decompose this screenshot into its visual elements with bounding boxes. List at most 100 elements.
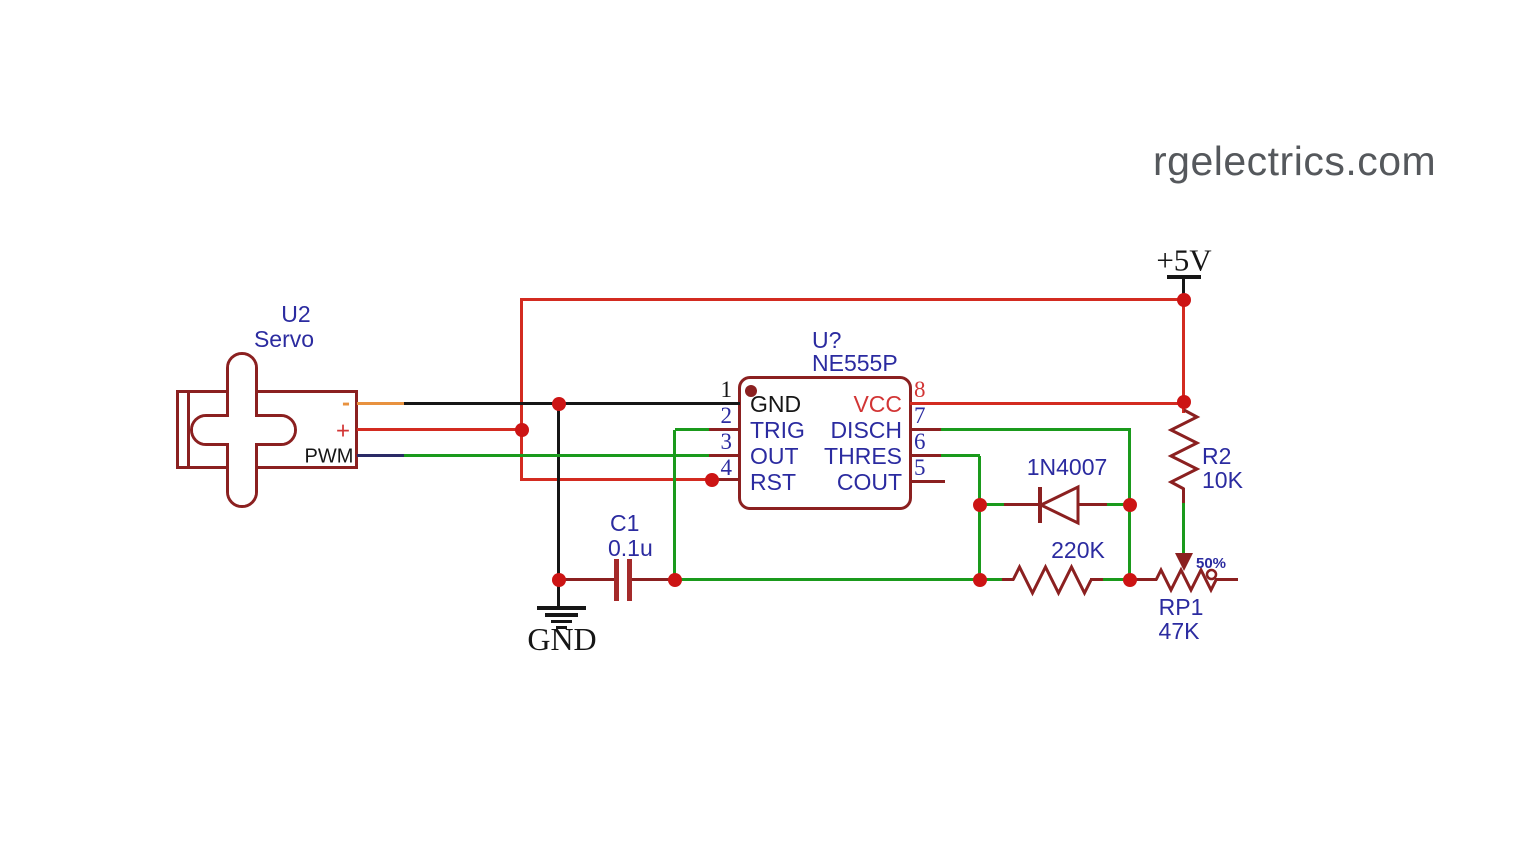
junction-dot bbox=[552, 573, 566, 587]
pin4-stub bbox=[712, 478, 740, 481]
pin3-stub bbox=[709, 454, 740, 457]
ground-symbol-line4 bbox=[556, 626, 567, 629]
r2-refdes: R2 bbox=[1202, 443, 1232, 469]
pin1-marker-dot bbox=[745, 385, 757, 397]
pin-number-7: 7 bbox=[914, 403, 926, 428]
junction-dot bbox=[1177, 395, 1191, 409]
ne555-refdes: U? bbox=[812, 327, 842, 353]
rp1-wiper-percent: 50% bbox=[1195, 555, 1227, 573]
wire-bottom-rail-a bbox=[675, 578, 1002, 581]
ne555-value: NE555P bbox=[812, 350, 898, 376]
diode-part-label: 1N4007 bbox=[1026, 453, 1108, 480]
pin-number-3: 3 bbox=[720, 429, 733, 454]
pin-number-6: 6 bbox=[914, 429, 926, 454]
pin-number-2: 2 bbox=[720, 403, 733, 428]
junction-dot bbox=[1123, 498, 1137, 512]
junction-dot bbox=[973, 573, 987, 587]
pin-name-gnd: GND bbox=[750, 391, 802, 417]
wire-rst bbox=[520, 478, 713, 481]
pin-number-8: 8 bbox=[914, 377, 926, 402]
servo-value: Servo bbox=[253, 325, 315, 352]
wire-gnd-symbol-stub bbox=[557, 580, 560, 607]
r2-value: 10K bbox=[1202, 467, 1243, 493]
wire-left-riser bbox=[520, 298, 523, 481]
diode-icon bbox=[1037, 484, 1080, 526]
power-flag-stub bbox=[1182, 277, 1185, 300]
servo-pwm-stub bbox=[357, 454, 405, 457]
junction-dot bbox=[1177, 293, 1191, 307]
rp1-value: 47K bbox=[1158, 617, 1200, 644]
wire-bottom-rail-b bbox=[1102, 578, 1131, 581]
rp1-potentiometer-zigzag bbox=[1154, 566, 1218, 594]
wire-trig-h bbox=[675, 428, 709, 431]
wire-diode-left bbox=[981, 503, 1005, 506]
junction-dot bbox=[668, 573, 682, 587]
pin-name-thres: THRES bbox=[824, 443, 902, 469]
ground-symbol-line3 bbox=[551, 620, 572, 623]
servo-body-box bbox=[176, 390, 358, 469]
c1-right-lead bbox=[632, 578, 676, 581]
pin7-stub bbox=[910, 428, 941, 431]
diode-left-lead bbox=[1004, 503, 1040, 506]
pin-name-out: OUT bbox=[750, 443, 799, 469]
wire-vcc bbox=[910, 402, 1184, 405]
pin5-stub bbox=[910, 480, 945, 483]
servo-refdes: U2 bbox=[281, 300, 311, 327]
wire-right-riser bbox=[1182, 300, 1185, 405]
pin-name-trig: TRIG bbox=[750, 417, 805, 443]
vcc-rail-label: +5V bbox=[1156, 242, 1212, 278]
c1-value: 0.1u bbox=[608, 535, 653, 561]
r220k-resistor-zigzag bbox=[1011, 563, 1093, 597]
r2-bottom-lead bbox=[1182, 488, 1185, 503]
servo-minus-stub bbox=[357, 402, 404, 405]
wire-top-rail bbox=[522, 298, 1185, 301]
rp1-refdes: RP1 bbox=[1158, 593, 1204, 620]
pin-name-rst: RST bbox=[750, 469, 796, 495]
c1-refdes: C1 bbox=[610, 510, 640, 536]
r2-resistor-zigzag bbox=[1167, 408, 1201, 491]
wire-servo-minus-to-gnd bbox=[403, 402, 740, 405]
watermark-text: rgelectrics.com bbox=[1153, 138, 1437, 184]
junction-dot bbox=[973, 498, 987, 512]
c1-plate-right bbox=[627, 559, 632, 601]
wire-gnd-drop bbox=[557, 404, 560, 582]
junction-dot bbox=[705, 473, 719, 487]
ground-symbol-line1 bbox=[537, 606, 586, 610]
r220k-left-lead bbox=[1002, 578, 1014, 581]
junction-dot bbox=[1123, 573, 1137, 587]
junction-dot bbox=[552, 397, 566, 411]
c1-plate-left bbox=[614, 559, 619, 601]
rp1-left-lead bbox=[1131, 578, 1157, 581]
ne555-body-box bbox=[738, 376, 912, 510]
servo-bracket-line bbox=[187, 393, 190, 466]
c1-left-lead bbox=[560, 578, 616, 581]
pin-number-5: 5 bbox=[914, 455, 926, 480]
wire-disch-h bbox=[941, 428, 1131, 431]
rp1-right-lead bbox=[1215, 578, 1238, 581]
gnd-symbol-label: GND bbox=[527, 621, 597, 658]
pin-name-vcc: VCC bbox=[853, 391, 902, 417]
servo-pin-pwm-label: PWM bbox=[304, 445, 354, 468]
r220k-right-lead bbox=[1090, 578, 1103, 581]
wire-trig-v bbox=[673, 430, 676, 581]
wire-diode-right bbox=[1106, 503, 1131, 506]
servo-pin-plus-label: + bbox=[335, 417, 351, 445]
power-flag-bar bbox=[1167, 275, 1201, 279]
pin-number-4: 4 bbox=[720, 455, 733, 480]
pin-name-disch: DISCH bbox=[830, 417, 902, 443]
ground-symbol-line2 bbox=[545, 613, 578, 617]
wire-servo-plus bbox=[357, 428, 523, 431]
wire-thres-h bbox=[941, 454, 980, 457]
servo-pin-minus-label: - bbox=[342, 389, 350, 417]
junction-dot bbox=[515, 423, 529, 437]
pin-number-1: 1 bbox=[720, 377, 733, 402]
pin-name-cout: COUT bbox=[836, 469, 902, 495]
wire-pwm-to-out bbox=[404, 454, 709, 457]
wire-r2-to-wiper bbox=[1182, 502, 1185, 554]
pin6-stub bbox=[910, 454, 941, 457]
wire-thres-v bbox=[978, 456, 981, 581]
r220k-value: 220K bbox=[1051, 536, 1105, 563]
pin2-stub bbox=[709, 428, 740, 431]
diode-right-lead bbox=[1077, 503, 1107, 506]
